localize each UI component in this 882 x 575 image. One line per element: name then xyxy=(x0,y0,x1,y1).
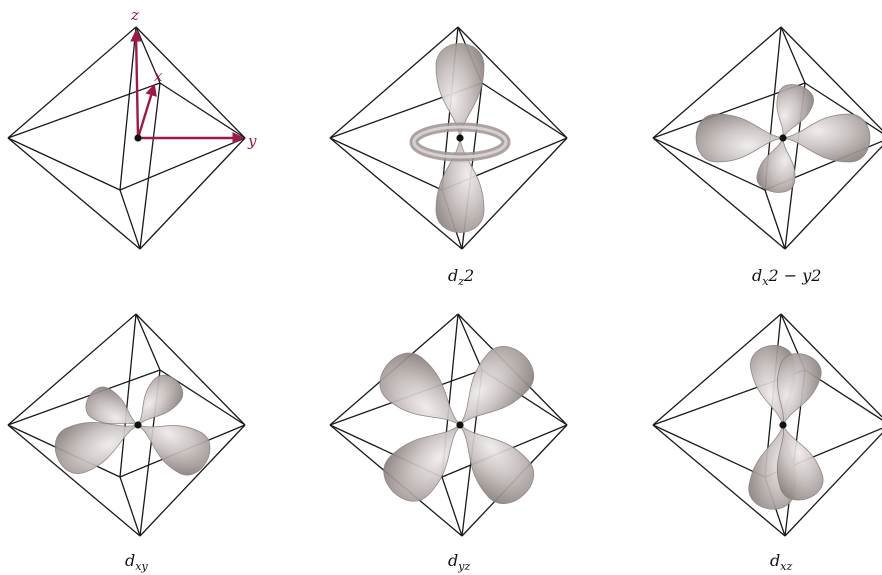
octahedron-edge xyxy=(781,27,805,83)
axis-label-y: y xyxy=(247,132,257,150)
axis-label-z: z xyxy=(130,6,139,24)
caption-dz2: dz2 xyxy=(448,266,474,288)
panel-axes xyxy=(8,27,245,249)
octahedron-edge xyxy=(8,138,140,249)
nucleus-dot xyxy=(134,134,141,141)
octahedron-edge xyxy=(140,83,160,249)
octahedron-edge xyxy=(160,83,245,138)
axis-label-x: x xyxy=(154,67,163,85)
panel-dxy xyxy=(8,314,245,536)
dyz-lobe-1 xyxy=(370,344,477,446)
caption-dxy: dxy xyxy=(125,551,148,573)
z-axis-arrow xyxy=(136,32,138,138)
nucleus-dot xyxy=(779,421,786,428)
octahedron-edge xyxy=(458,314,482,370)
caption-dyz: dyz xyxy=(448,551,470,573)
octahedron-edge xyxy=(120,314,136,477)
octahedron-edge xyxy=(120,138,245,190)
panel-dyz xyxy=(330,314,567,536)
octahedron-edge xyxy=(330,138,442,190)
octahedron-edge xyxy=(120,27,136,190)
panel-dz2 xyxy=(330,27,567,249)
dyz-lobe-2 xyxy=(440,337,543,443)
nucleus-dot xyxy=(456,421,463,428)
octahedron-edge xyxy=(8,27,136,138)
nucleus-dot xyxy=(779,134,786,141)
panel-dx2-y2 xyxy=(653,27,882,249)
octahedron-edge xyxy=(136,27,245,138)
octahedron-edge xyxy=(8,138,120,190)
nucleus-dot xyxy=(456,134,463,141)
nucleus-dot xyxy=(134,421,141,428)
octahedron-edge xyxy=(653,425,765,477)
dxy-lobe-4 xyxy=(127,405,217,482)
octahedron-edge xyxy=(140,138,245,249)
caption-dxz: dxz xyxy=(770,551,792,573)
octahedron-edge xyxy=(136,314,160,370)
x-axis-arrow xyxy=(138,86,154,138)
caption-dx2-y2: dx2 − y2 xyxy=(752,266,821,288)
octahedron-edge xyxy=(8,370,160,425)
panel-dxz xyxy=(653,314,882,536)
